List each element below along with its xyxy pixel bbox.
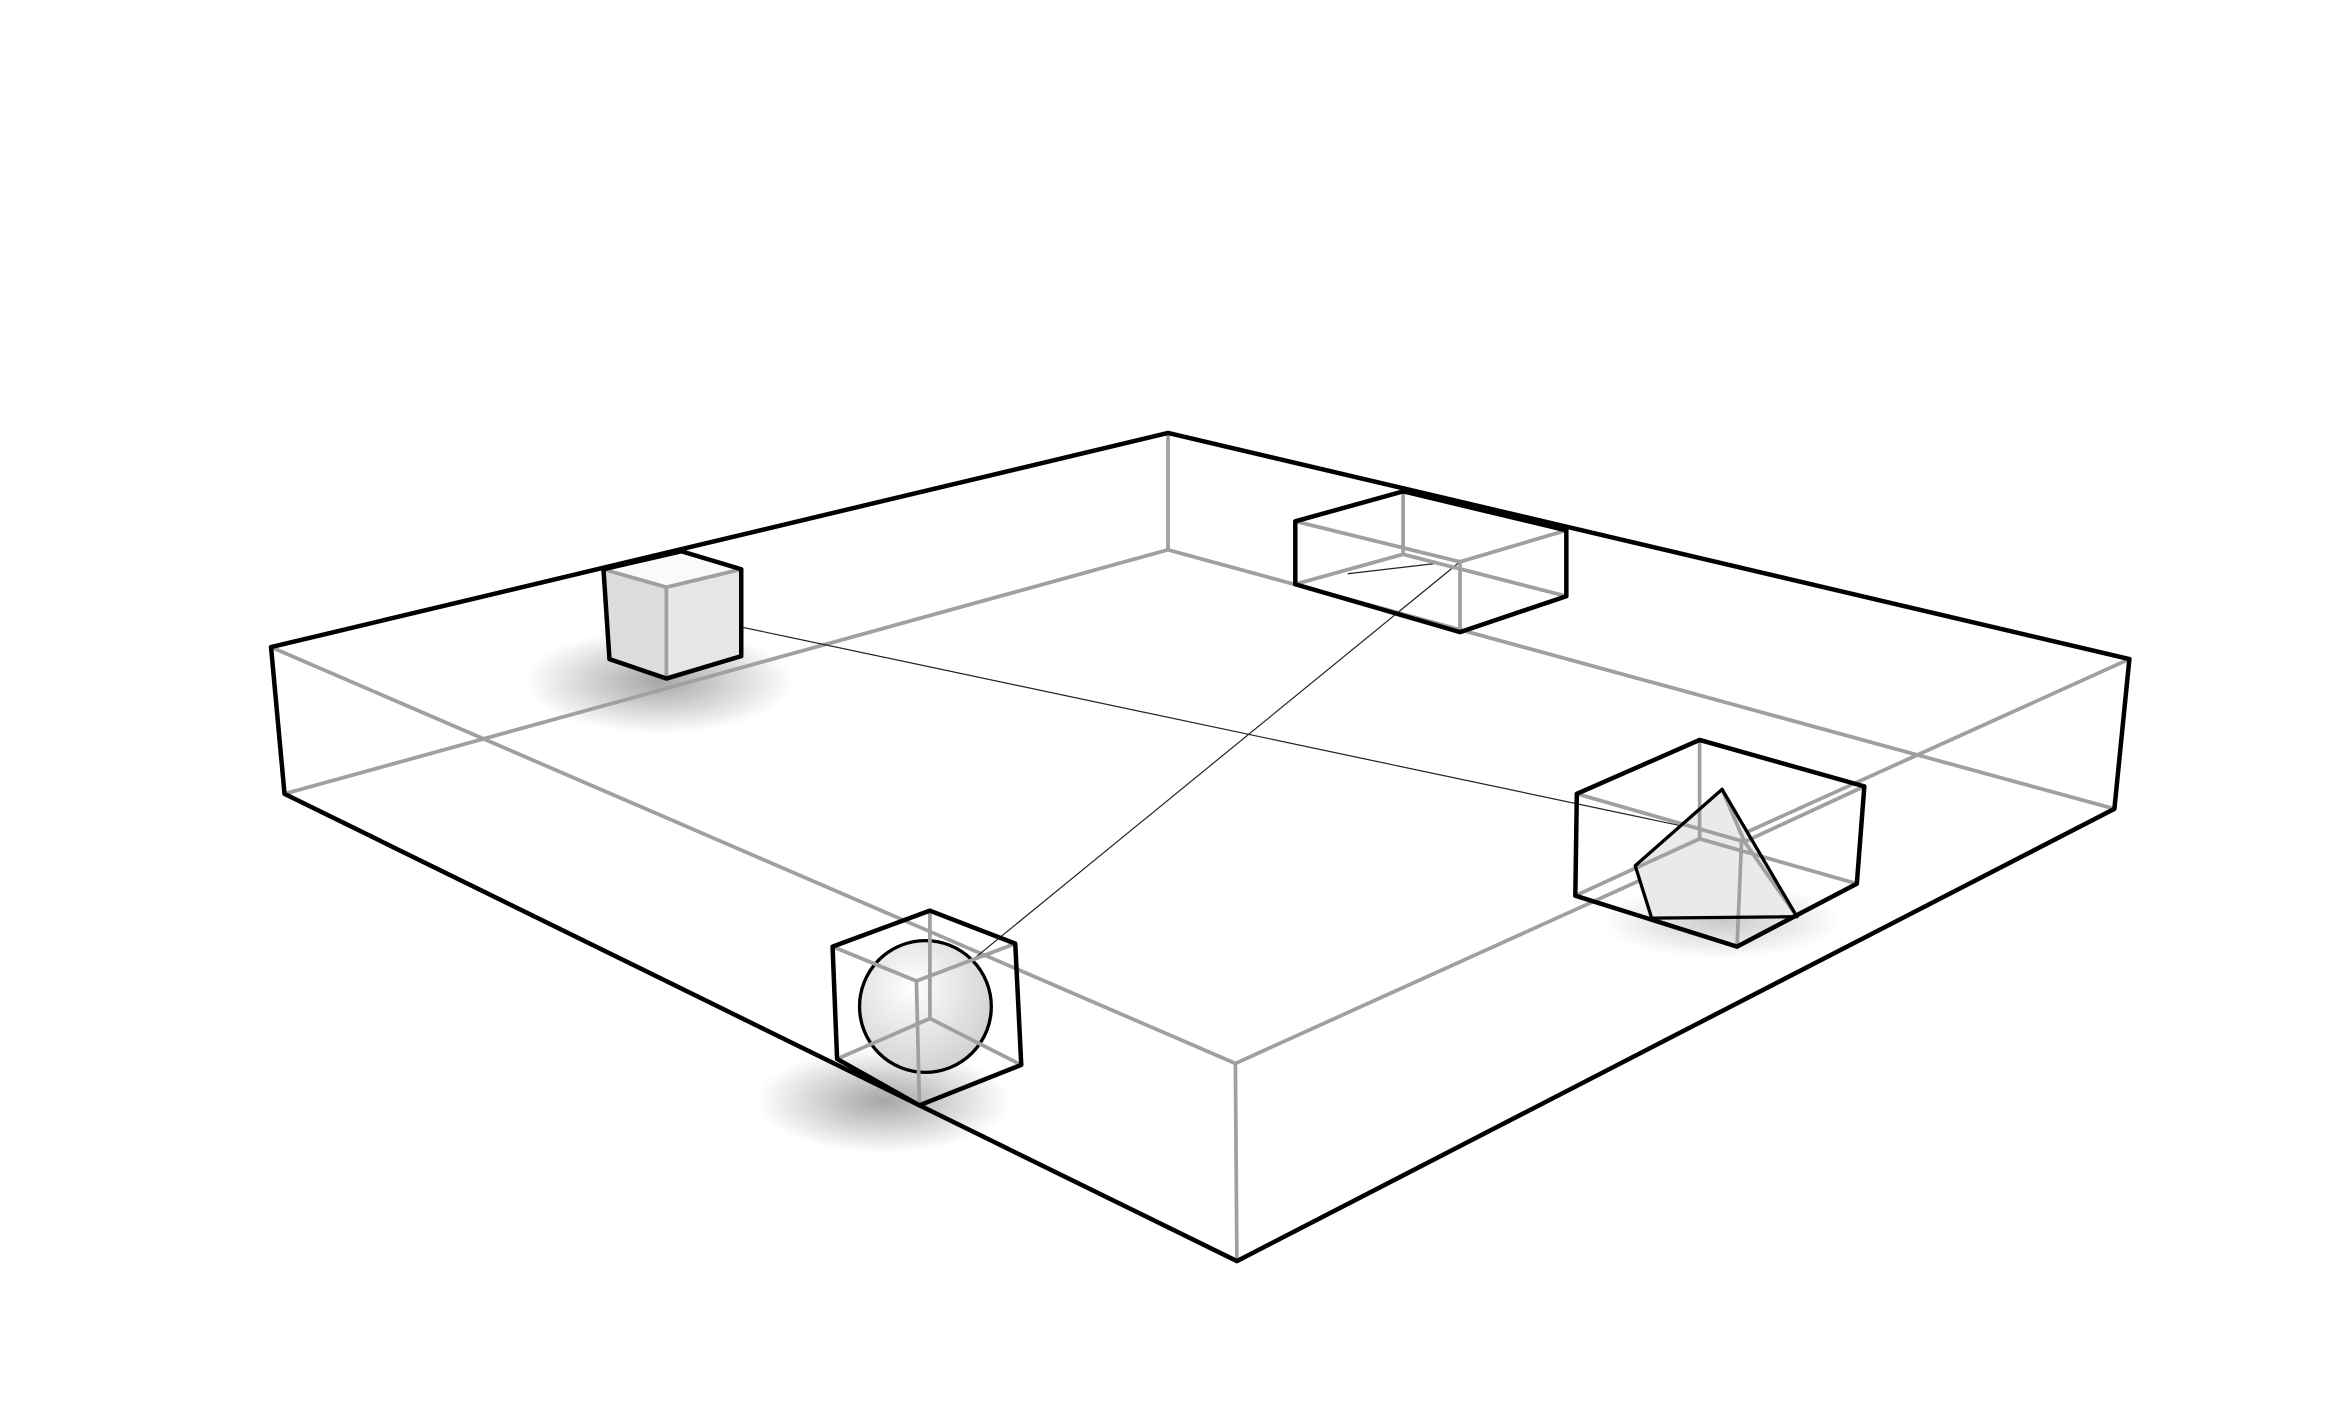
- sphere-shadow: [756, 1048, 1011, 1154]
- connection-line: [1347, 562, 1438, 575]
- sphere-box[interactable]: [830, 908, 1024, 1108]
- sphere[interactable]: [857, 938, 993, 1075]
- slab[interactable]: [268, 430, 2132, 1264]
- pyramid[interactable]: [1635, 789, 1797, 919]
- connection-line: [715, 621, 1708, 832]
- empty-box[interactable]: [1293, 489, 1569, 635]
- connection-line: [969, 561, 1461, 963]
- pyramid-box[interactable]: [1573, 737, 1867, 949]
- cube[interactable]: [601, 549, 744, 681]
